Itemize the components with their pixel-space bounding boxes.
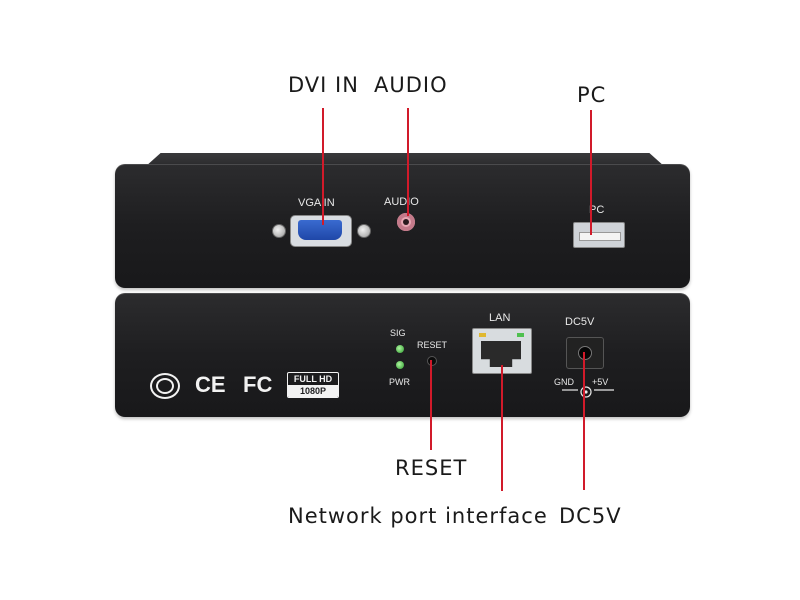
pc-usb-port [573,222,625,248]
callout-reset: RESET [395,456,468,480]
pc-label: PC [589,204,605,216]
dc-power-jack [566,337,604,369]
rj45-socket-icon [481,341,521,367]
gnd-label: GND [554,377,574,387]
pwr-led-icon [396,361,404,369]
callout-dvi-in: DVI IN [288,73,359,97]
leader-network-port [501,365,503,491]
sig-led-icon [396,345,404,353]
reset-button[interactable] [427,356,437,366]
callout-audio: AUDIO [374,73,448,97]
usb-slot-icon [579,232,621,241]
pwr-label: PWR [389,377,410,387]
leader-reset [430,360,432,450]
callout-dc5v: DC5V [559,504,622,528]
vga-left-screw-icon [272,224,286,238]
audio-jack-port [397,213,415,231]
reset-label: RESET [417,340,448,350]
top-device-lid [145,153,665,167]
vga-right-screw-icon [357,224,371,238]
callout-network-port: Network port interface [288,504,548,528]
vga-in-label: VGA IN [298,197,335,209]
vga-port-pins-icon [298,220,342,240]
fc-logo-icon: FC [243,372,273,397]
callout-pc: PC [577,83,607,107]
leader-dc5v [583,352,585,490]
leader-dvi-in [322,108,324,225]
audio-label: AUDIO [384,196,419,208]
plus5v-label: +5V [592,377,609,387]
full-hd-badge-icon: FULL HD 1080P [287,372,339,398]
full-hd-resolution: 1080P [288,385,338,397]
ccc-logo-icon [150,373,180,399]
sig-label: SIG [390,328,406,338]
ce-logo-icon: CE [195,372,226,397]
leader-audio [407,108,409,216]
lan-led-green-icon [517,333,524,337]
lan-led-yellow-icon [479,333,486,337]
vga-in-port [290,215,352,247]
lan-label: LAN [489,312,511,324]
full-hd-text: FULL HD [293,374,333,384]
dc5v-label: DC5V [565,316,595,328]
leader-pc [590,110,592,235]
polarity-symbol-icon [562,386,614,398]
